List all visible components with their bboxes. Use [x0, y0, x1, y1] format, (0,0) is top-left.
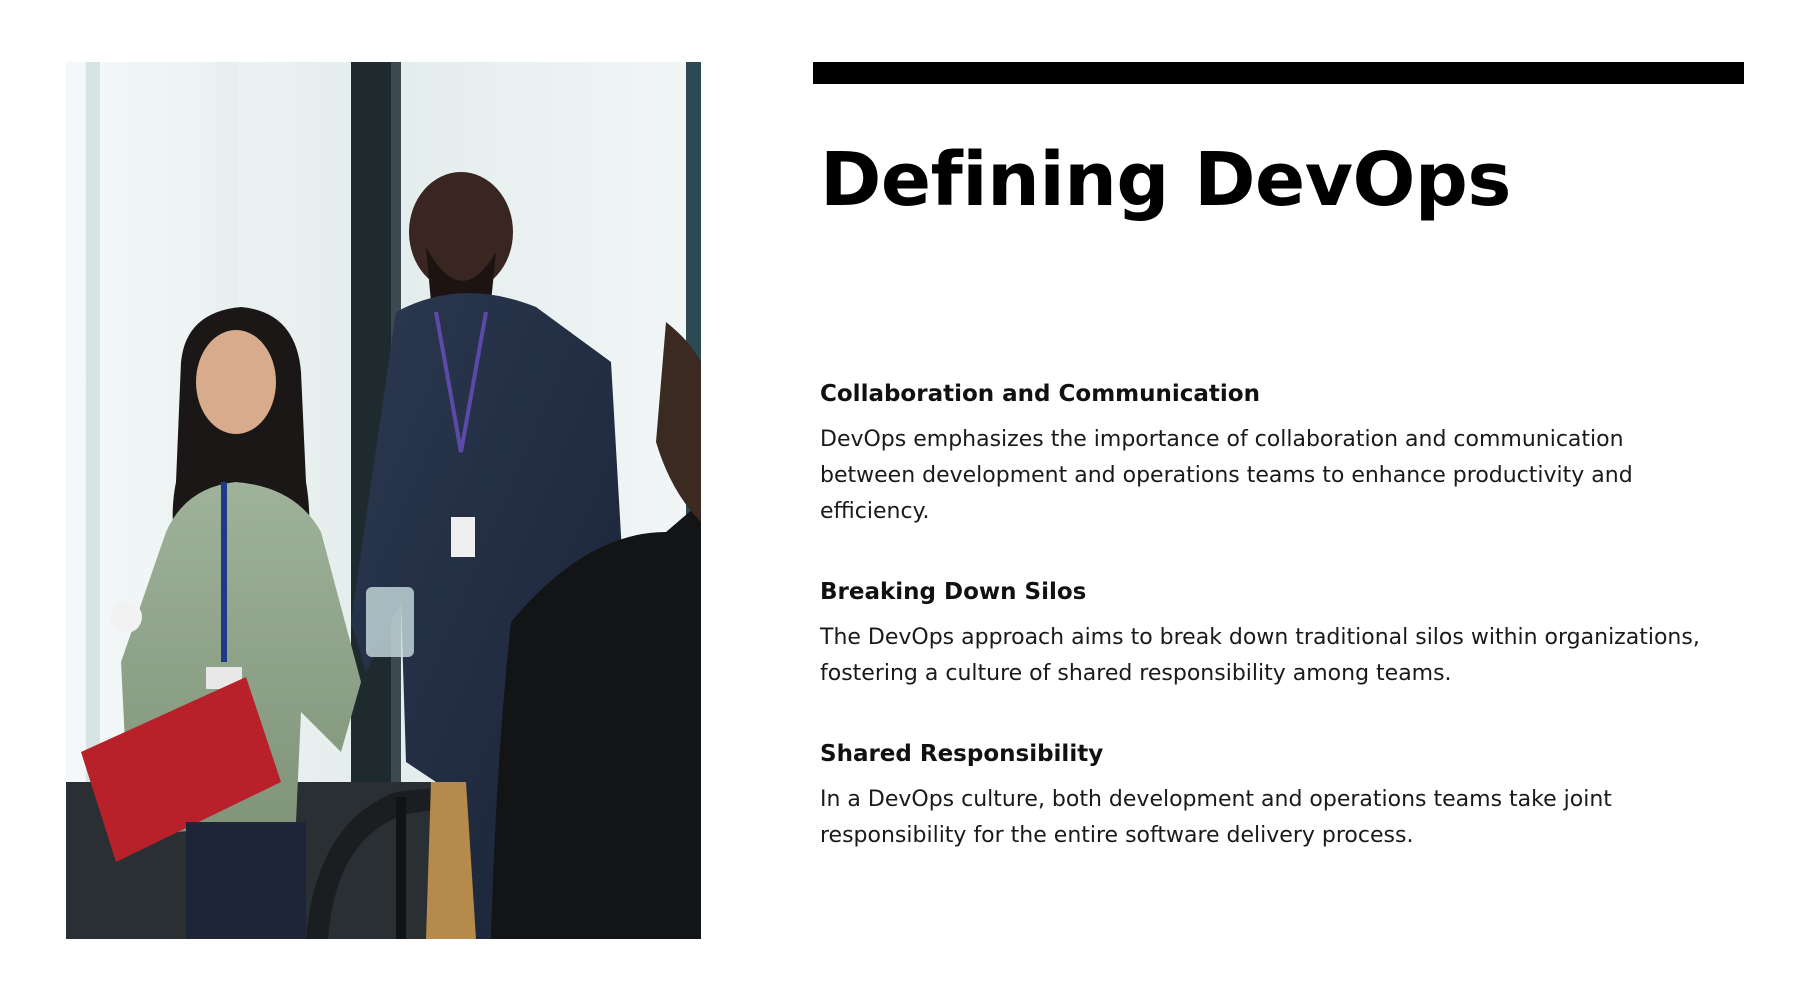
slide-title: Defining DevOps: [820, 137, 1511, 223]
section-body: In a DevOps culture, both development an…: [820, 786, 1612, 848]
people-networking-photo: [66, 62, 701, 939]
content-sections: Collaboration and Communication DevOps e…: [820, 380, 1700, 854]
section-shared-responsibility: Shared Responsibility In a DevOps cultur…: [820, 740, 1700, 854]
section-heading: Breaking Down Silos: [820, 578, 1087, 605]
section-body: The DevOps approach aims to break down t…: [820, 624, 1700, 686]
section-breaking-silos: Breaking Down Silos The DevOps approach …: [820, 578, 1700, 692]
section-body: DevOps emphasizes the importance of coll…: [820, 426, 1633, 524]
section-collaboration: Collaboration and Communication DevOps e…: [820, 380, 1700, 530]
section-heading: Collaboration and Communication: [820, 381, 1260, 407]
section-heading: Shared Responsibility: [820, 740, 1104, 767]
title-accent-bar: [813, 62, 1744, 84]
